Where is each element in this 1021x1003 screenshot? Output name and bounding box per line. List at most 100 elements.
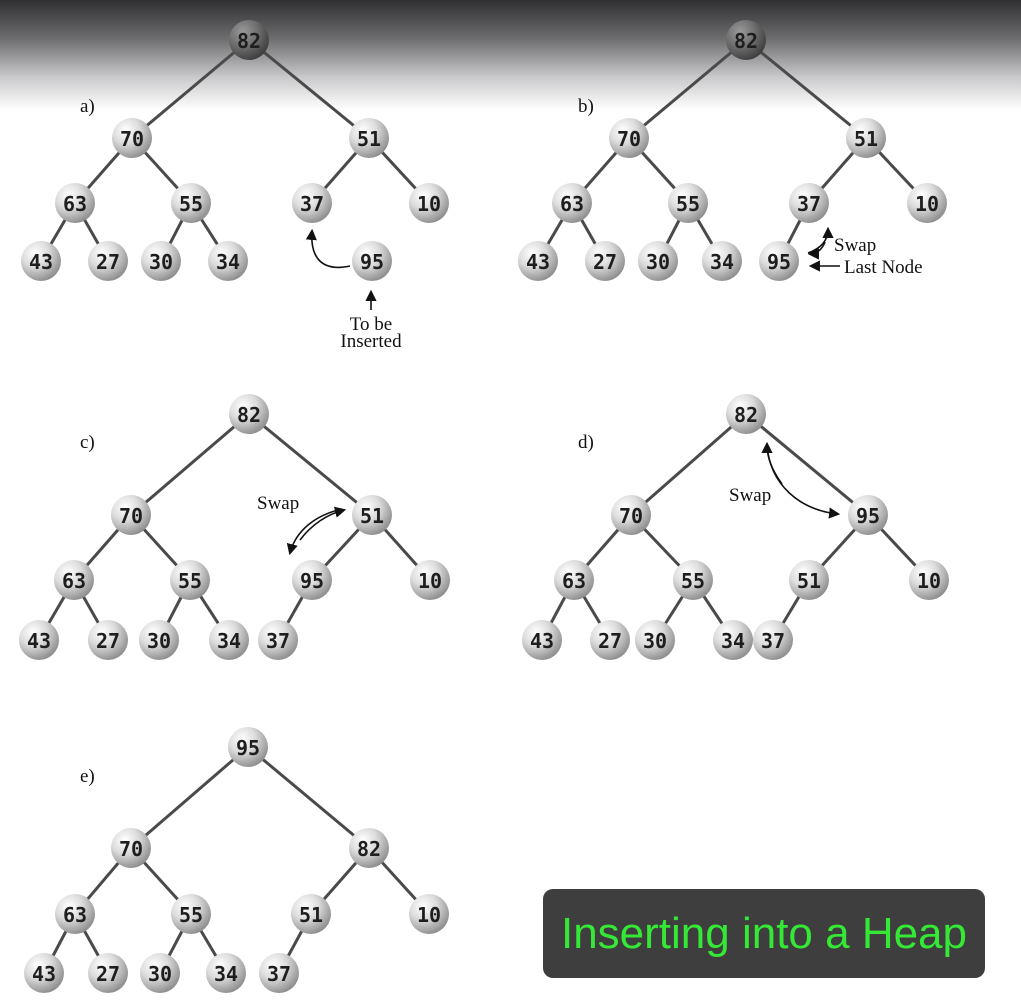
heap-node: 30: [140, 953, 180, 993]
heap-node: 30: [635, 620, 675, 660]
node-value: 70: [119, 504, 143, 528]
heap-node: 51: [291, 894, 331, 934]
node-value: 95: [300, 569, 324, 593]
heap-node: 82: [349, 828, 389, 868]
panel-labels: a)b)c)d)e): [80, 96, 594, 787]
node-value: 37: [300, 192, 324, 216]
heap-node: 70: [111, 828, 151, 868]
heap-node: 27: [88, 241, 128, 281]
heap-node: 34: [206, 953, 246, 993]
slide-title-box: Inserting into a Heap: [543, 889, 985, 978]
heap-node: 43: [24, 953, 64, 993]
heap-node: 34: [208, 241, 248, 281]
node-value: 51: [357, 127, 381, 151]
node-value: 30: [643, 629, 667, 653]
heap-node: 43: [518, 241, 558, 281]
swap-arrow: [807, 226, 834, 254]
heap-node: 55: [673, 560, 713, 600]
node-value: 63: [63, 192, 87, 216]
panel-label: d): [578, 432, 594, 453]
node-value: 70: [120, 127, 144, 151]
heap-node: 95: [352, 241, 392, 281]
annotation-swap: Swap: [729, 485, 771, 506]
heap-node: 37: [753, 620, 793, 660]
node-value: 43: [27, 629, 51, 653]
heap-node: 70: [609, 118, 649, 158]
heap-node: 10: [907, 183, 947, 223]
tree-nodes: 82 70 51 63 55 37 10 43 27 30 34 95 82 70 51 63 55 37 10 43…: [19, 20, 949, 993]
node-value: 30: [646, 250, 670, 274]
tree-edge: [246, 745, 371, 850]
node-value: 43: [526, 250, 550, 274]
node-value: 82: [734, 403, 758, 427]
heap-node: 27: [585, 241, 625, 281]
heap-node: 37: [789, 183, 829, 223]
annotation-to-be: To be: [350, 314, 392, 335]
annotation-swap: Swap: [834, 235, 876, 256]
heap-node: 55: [668, 183, 708, 223]
heap-node: 63: [552, 183, 592, 223]
swap-arrow-back: [299, 506, 347, 541]
node-value: 27: [96, 962, 120, 986]
heap-node: 51: [349, 118, 389, 158]
node-value: 10: [417, 192, 441, 216]
heap-node: 95: [759, 241, 799, 281]
node-value: 34: [217, 629, 241, 653]
annotation-swap: Swap: [257, 493, 299, 514]
node-value: 55: [179, 903, 203, 927]
node-value: 30: [147, 629, 171, 653]
heap-node: 27: [88, 953, 128, 993]
node-value: 70: [619, 504, 643, 528]
swap-arrow: [286, 508, 343, 556]
heap-node: 30: [139, 620, 179, 660]
node-value: 30: [148, 962, 172, 986]
node-value: 27: [593, 250, 617, 274]
heap-node: 34: [209, 620, 249, 660]
heap-node: 43: [19, 620, 59, 660]
tree-edge: [629, 412, 748, 517]
heap-node: 43: [522, 620, 562, 660]
heap-node: 30: [638, 241, 678, 281]
heap-node: 63: [54, 560, 94, 600]
heap-node: 37: [292, 183, 332, 223]
heap-node: 51: [846, 118, 886, 158]
heap-node: 63: [55, 183, 95, 223]
node-value: 51: [360, 504, 384, 528]
heap-node: 63: [554, 560, 594, 600]
panel-label: a): [80, 96, 95, 117]
heap-node: 51: [352, 495, 392, 535]
node-value: 34: [214, 962, 238, 986]
annotation-inserted: Inserted: [340, 331, 402, 352]
tree-edge: [744, 38, 868, 140]
node-value: 34: [721, 629, 745, 653]
node-value: 37: [266, 629, 290, 653]
node-value: 51: [797, 569, 821, 593]
node-value: 10: [915, 192, 939, 216]
node-value: 34: [710, 250, 734, 274]
node-value: 55: [681, 569, 705, 593]
heap-node: 70: [611, 495, 651, 535]
node-value: 63: [62, 569, 86, 593]
annotation-last-node: Last Node: [844, 257, 923, 278]
swap-arrow-back: [761, 441, 783, 485]
node-value: 37: [797, 192, 821, 216]
node-value: 55: [179, 192, 203, 216]
insert-path-arrow: [305, 228, 351, 269]
node-value: 51: [854, 127, 878, 151]
node-value: 63: [562, 569, 586, 593]
heap-node: 10: [909, 560, 949, 600]
node-value: 43: [530, 629, 554, 653]
tree-edge: [247, 412, 374, 517]
heap-node: 55: [171, 183, 211, 223]
node-value: 95: [856, 504, 880, 528]
heap-node: 95: [848, 495, 888, 535]
node-value: 37: [267, 962, 291, 986]
tree-edge: [129, 745, 250, 850]
node-value: 27: [96, 629, 120, 653]
panel-label: b): [578, 96, 594, 117]
node-value: 70: [119, 837, 143, 861]
node-value: 82: [237, 403, 261, 427]
node-value: 43: [32, 962, 56, 986]
slide-title: Inserting into a Heap: [560, 908, 968, 958]
